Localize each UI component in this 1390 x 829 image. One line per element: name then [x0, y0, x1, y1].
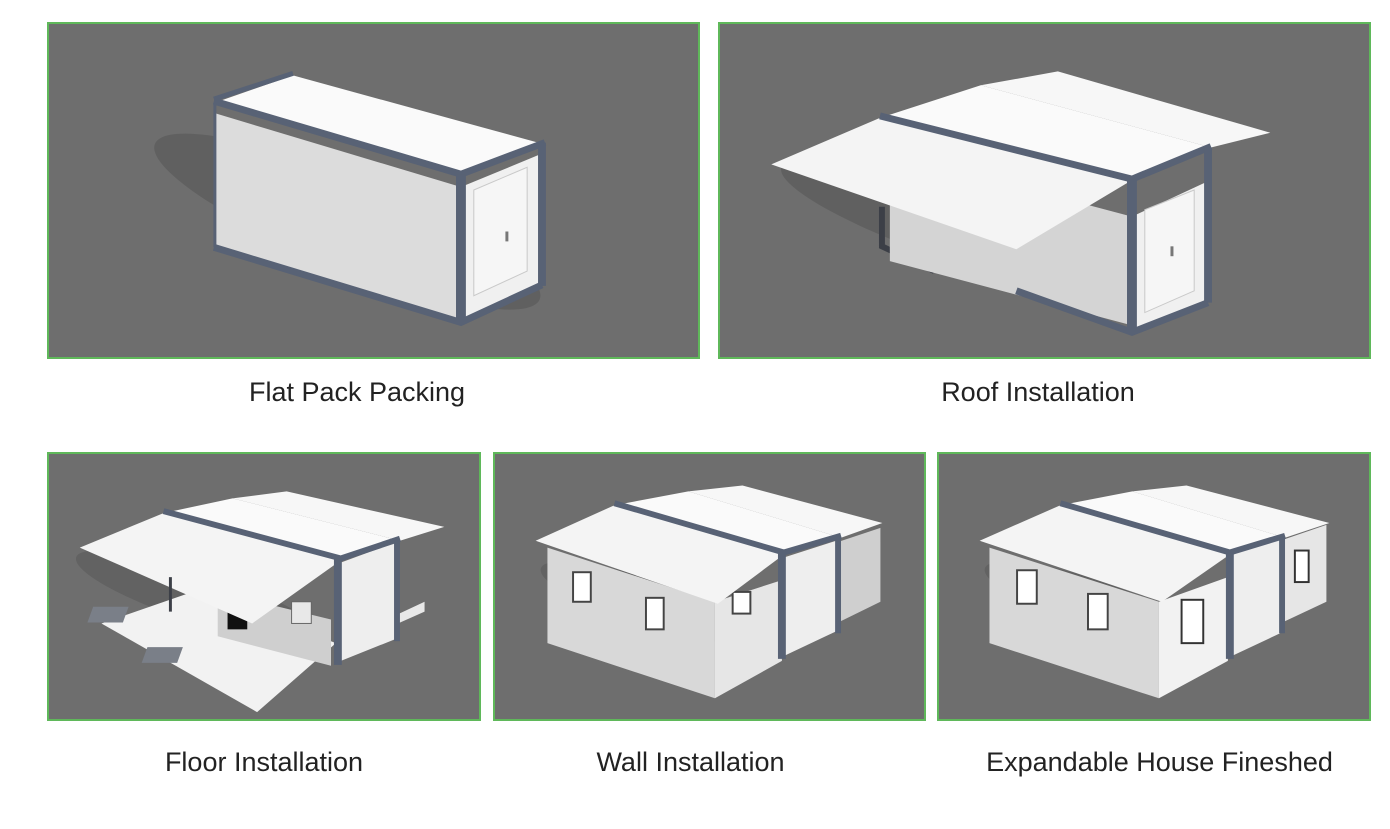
step-caption-flat-pack: Flat Pack Packing: [248, 377, 466, 407]
container-roof-unfolded-illustration: [771, 71, 1271, 336]
step-image-house-finished: [937, 452, 1371, 721]
step-caption-wall-installation: Wall Installation: [596, 747, 785, 777]
expandable-house-finished-illustration: [979, 485, 1330, 699]
step-image-wall-installation: [493, 452, 926, 721]
step-caption-roof-installation: Roof Installation: [941, 377, 1135, 407]
step-image-flat-pack: [47, 22, 700, 359]
step-caption-house-finished: Expandable House Fineshed: [986, 747, 1333, 777]
step-caption-floor-installation: Floor Installation: [164, 747, 364, 777]
container-closed-illustration: [154, 71, 547, 327]
step-image-floor-installation: [47, 452, 481, 721]
step-image-roof-installation: [718, 22, 1371, 359]
container-walls-installed-illustration: [535, 485, 883, 699]
container-floor-unfolded-illustration: [75, 491, 445, 713]
